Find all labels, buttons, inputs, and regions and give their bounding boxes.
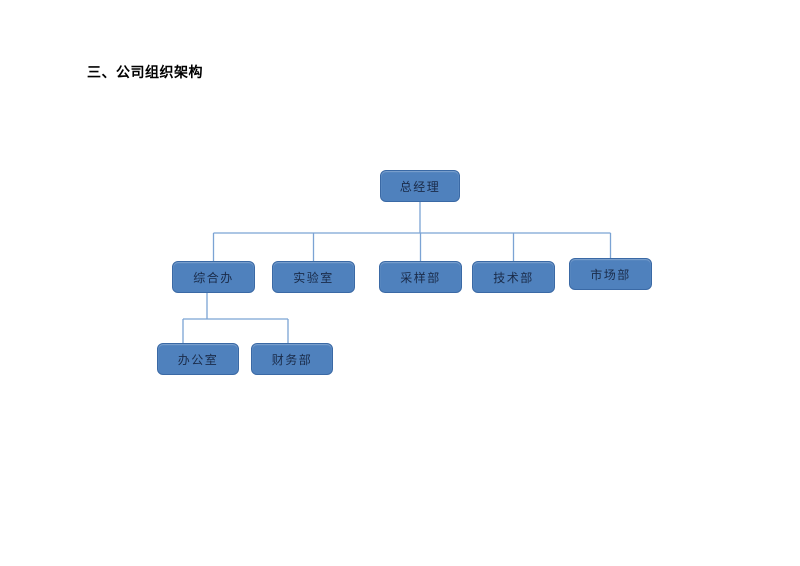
org-node-technology-dept: 技术部	[472, 261, 555, 293]
org-node-general-affairs-office: 综合办	[172, 261, 255, 293]
org-node-marketing-dept: 市场部	[569, 258, 652, 290]
org-node-general-manager: 总经理	[380, 170, 460, 202]
org-node-sampling-dept: 采样部	[379, 261, 462, 293]
org-node-finance-dept: 财务部	[251, 343, 333, 375]
org-node-laboratory: 实验室	[272, 261, 355, 293]
section-title: 三、公司组织架构	[87, 66, 203, 81]
org-node-office: 办公室	[157, 343, 239, 375]
